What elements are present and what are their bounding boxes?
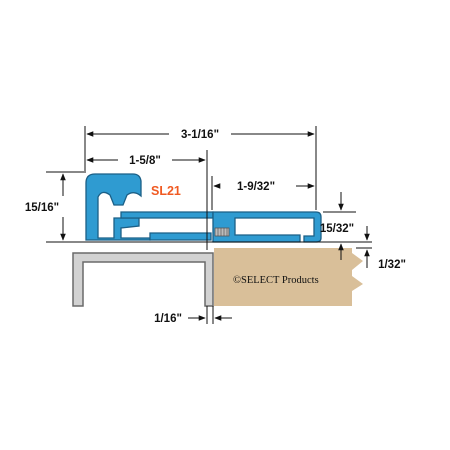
dim-gap-label: 1/16" bbox=[154, 313, 182, 325]
dim-offset-label: 1/32" bbox=[378, 259, 406, 271]
dim-leaf-width: 1-9/32" bbox=[211, 176, 315, 210]
set-screw bbox=[214, 227, 230, 237]
dim-hinge-width: 1-5/8" bbox=[86, 150, 208, 250]
dim-overall-width: 3-1/16" bbox=[84, 126, 317, 210]
door-panel bbox=[214, 248, 363, 306]
dim-overall-width-label: 3-1/16" bbox=[181, 129, 219, 141]
dim-leaf-width-label: 1-9/32" bbox=[237, 181, 275, 193]
dim-leaf-height: 15/32" bbox=[320, 192, 356, 260]
dim-gap: 1/16" bbox=[154, 306, 232, 325]
dim-hinge-width-label: 1-5/8" bbox=[129, 155, 161, 167]
dim-total-height: 15/16" bbox=[25, 171, 84, 241]
dim-offset: 1/32" bbox=[356, 226, 406, 271]
door-frame bbox=[72, 252, 214, 307]
hinge-extrusion bbox=[85, 173, 322, 243]
dim-leaf-height-label: 15/32" bbox=[320, 223, 354, 235]
copyright-label: ©SELECT Products bbox=[233, 275, 319, 286]
dim-total-height-label: 15/16" bbox=[25, 202, 59, 214]
model-label: SL21 bbox=[151, 184, 181, 198]
